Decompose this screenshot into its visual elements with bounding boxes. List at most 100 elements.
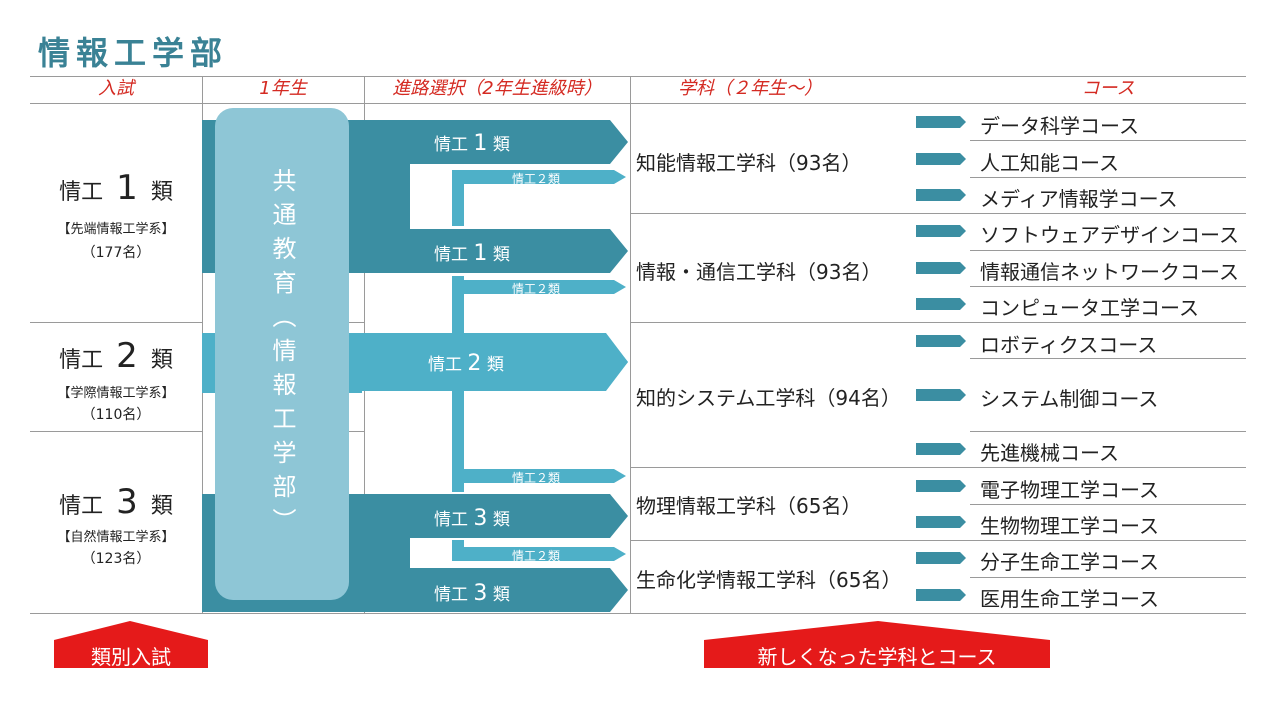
small-arrow-4 — [452, 547, 626, 561]
path-suffix: 類 — [492, 585, 510, 605]
path-suffix: 類 — [492, 510, 510, 530]
page-title: 情報工学部 — [38, 34, 229, 72]
divider — [970, 140, 1246, 141]
course-arrow — [916, 589, 966, 601]
divider — [970, 504, 1246, 505]
path-label-3: 情工 2 類 — [428, 350, 504, 376]
course-item: 電子物理工学コース — [980, 478, 1159, 502]
course-arrow — [916, 262, 966, 274]
divider — [630, 540, 970, 541]
divider — [630, 76, 631, 614]
callout-left-shape — [54, 621, 208, 668]
divider — [30, 431, 202, 432]
course-arrow — [916, 480, 966, 492]
divider — [30, 322, 202, 323]
divider — [630, 322, 970, 323]
divider — [970, 322, 1246, 323]
department-3: 知的システム工学科（94名） — [636, 386, 901, 410]
course-arrow — [916, 298, 966, 310]
course-arrow — [916, 516, 966, 528]
department-1: 知能情報工学科（93名） — [636, 151, 862, 175]
path-prefix: 情工 — [428, 355, 462, 375]
table-top-line — [30, 76, 1246, 77]
course-item: ロボティクスコース — [980, 333, 1158, 357]
divider — [349, 322, 364, 323]
divider — [970, 577, 1246, 578]
divider — [630, 467, 970, 468]
course-item: データ科学コース — [980, 114, 1139, 138]
divider — [630, 213, 970, 214]
entrance-1: 情工 1 類 — [30, 168, 202, 208]
course-item: メディア情報学コース — [980, 187, 1178, 211]
entrance-suffix: 類 — [150, 180, 173, 205]
course-arrow — [916, 153, 966, 165]
path-label-4: 情工 3 類 — [434, 505, 510, 531]
divider — [970, 540, 1246, 541]
divider — [349, 431, 364, 432]
course-item: ソフトウェアデザインコース — [980, 223, 1239, 247]
small-path-label-1: 情工２類 — [512, 172, 561, 186]
header-entrance: 入試 — [98, 78, 134, 99]
course-item: 医用生命工学コース — [980, 587, 1159, 611]
divider — [970, 467, 1246, 468]
small-path-label-3: 情工２類 — [512, 471, 561, 485]
small-arrow-2 — [452, 280, 626, 294]
path-suffix: 類 — [486, 355, 504, 375]
callout-left-label: 類別入試 — [91, 645, 171, 669]
divider — [970, 358, 1246, 359]
divider — [970, 286, 1246, 287]
callout-right-shape — [704, 621, 1050, 668]
header-line — [30, 103, 1246, 104]
course-arrow — [916, 552, 966, 564]
path-suffix: 類 — [492, 245, 510, 265]
path-label-2: 情工 1 類 — [434, 240, 510, 266]
course-item: 情報通信ネットワークコース — [980, 260, 1239, 284]
course-item: 先進機械コース — [980, 441, 1119, 465]
callout-right-label: 新しくなった学科とコース — [757, 645, 997, 669]
path-prefix: 情工 — [434, 585, 468, 605]
small-branch-stem — [452, 388, 464, 492]
path-num: 2 — [467, 351, 482, 376]
course-arrow — [916, 116, 966, 128]
course-arrow — [916, 225, 966, 237]
path-num: 1 — [473, 131, 488, 156]
entrance-prefix: 情工 — [59, 494, 104, 519]
course-item: コンピュータ工学コース — [980, 296, 1199, 320]
path-prefix: 情工 — [434, 245, 468, 265]
entrance-3-count: （123名） — [81, 551, 151, 567]
course-arrows — [916, 116, 966, 601]
entrance-1-sub: 【先端情報工学系】 — [57, 222, 175, 237]
course-arrow — [916, 335, 966, 347]
course-item: システム制御コース — [980, 387, 1159, 411]
course-arrow — [916, 443, 966, 455]
small-arrow-3 — [452, 469, 626, 483]
entrance-1-count: （177名） — [81, 245, 151, 261]
entrance-2: 情工 2 類 — [30, 336, 202, 376]
entrance-prefix: 情工 — [59, 348, 104, 373]
header-year1: 1年生 — [259, 78, 307, 99]
flow-band-2-wide — [350, 333, 628, 391]
department-2: 情報・通信工学科（93名） — [636, 260, 882, 284]
path-label-5: 情工 3 類 — [434, 580, 510, 606]
path-num: 1 — [473, 241, 488, 266]
path-suffix: 類 — [492, 135, 510, 155]
entrance-prefix: 情工 — [59, 180, 104, 205]
common-education-label: 共通教育（情報工学部） — [268, 168, 296, 542]
header-dept: 学科（２年生〜） — [678, 78, 822, 99]
course-item: 生物物理工学コース — [980, 514, 1159, 538]
entrance-suffix: 類 — [150, 494, 173, 519]
divider — [970, 250, 1246, 251]
header-path: 進路選択（2年生進級時） — [392, 78, 602, 99]
small-path-label-2: 情工２類 — [512, 282, 561, 296]
entrance-3: 情工 3 類 — [30, 482, 202, 522]
small-arrow-1 — [452, 170, 626, 184]
course-item: 人工知能コース — [980, 151, 1119, 175]
course-arrow — [916, 189, 966, 201]
divider — [970, 213, 1246, 214]
small-path-label-4: 情工２類 — [512, 549, 561, 563]
entrance-num: 1 — [116, 168, 138, 208]
header-course: コース — [1081, 78, 1135, 99]
common-education-box — [215, 108, 349, 600]
table-bottom-line — [30, 613, 1246, 614]
entrance-2-count: （110名） — [81, 407, 151, 423]
